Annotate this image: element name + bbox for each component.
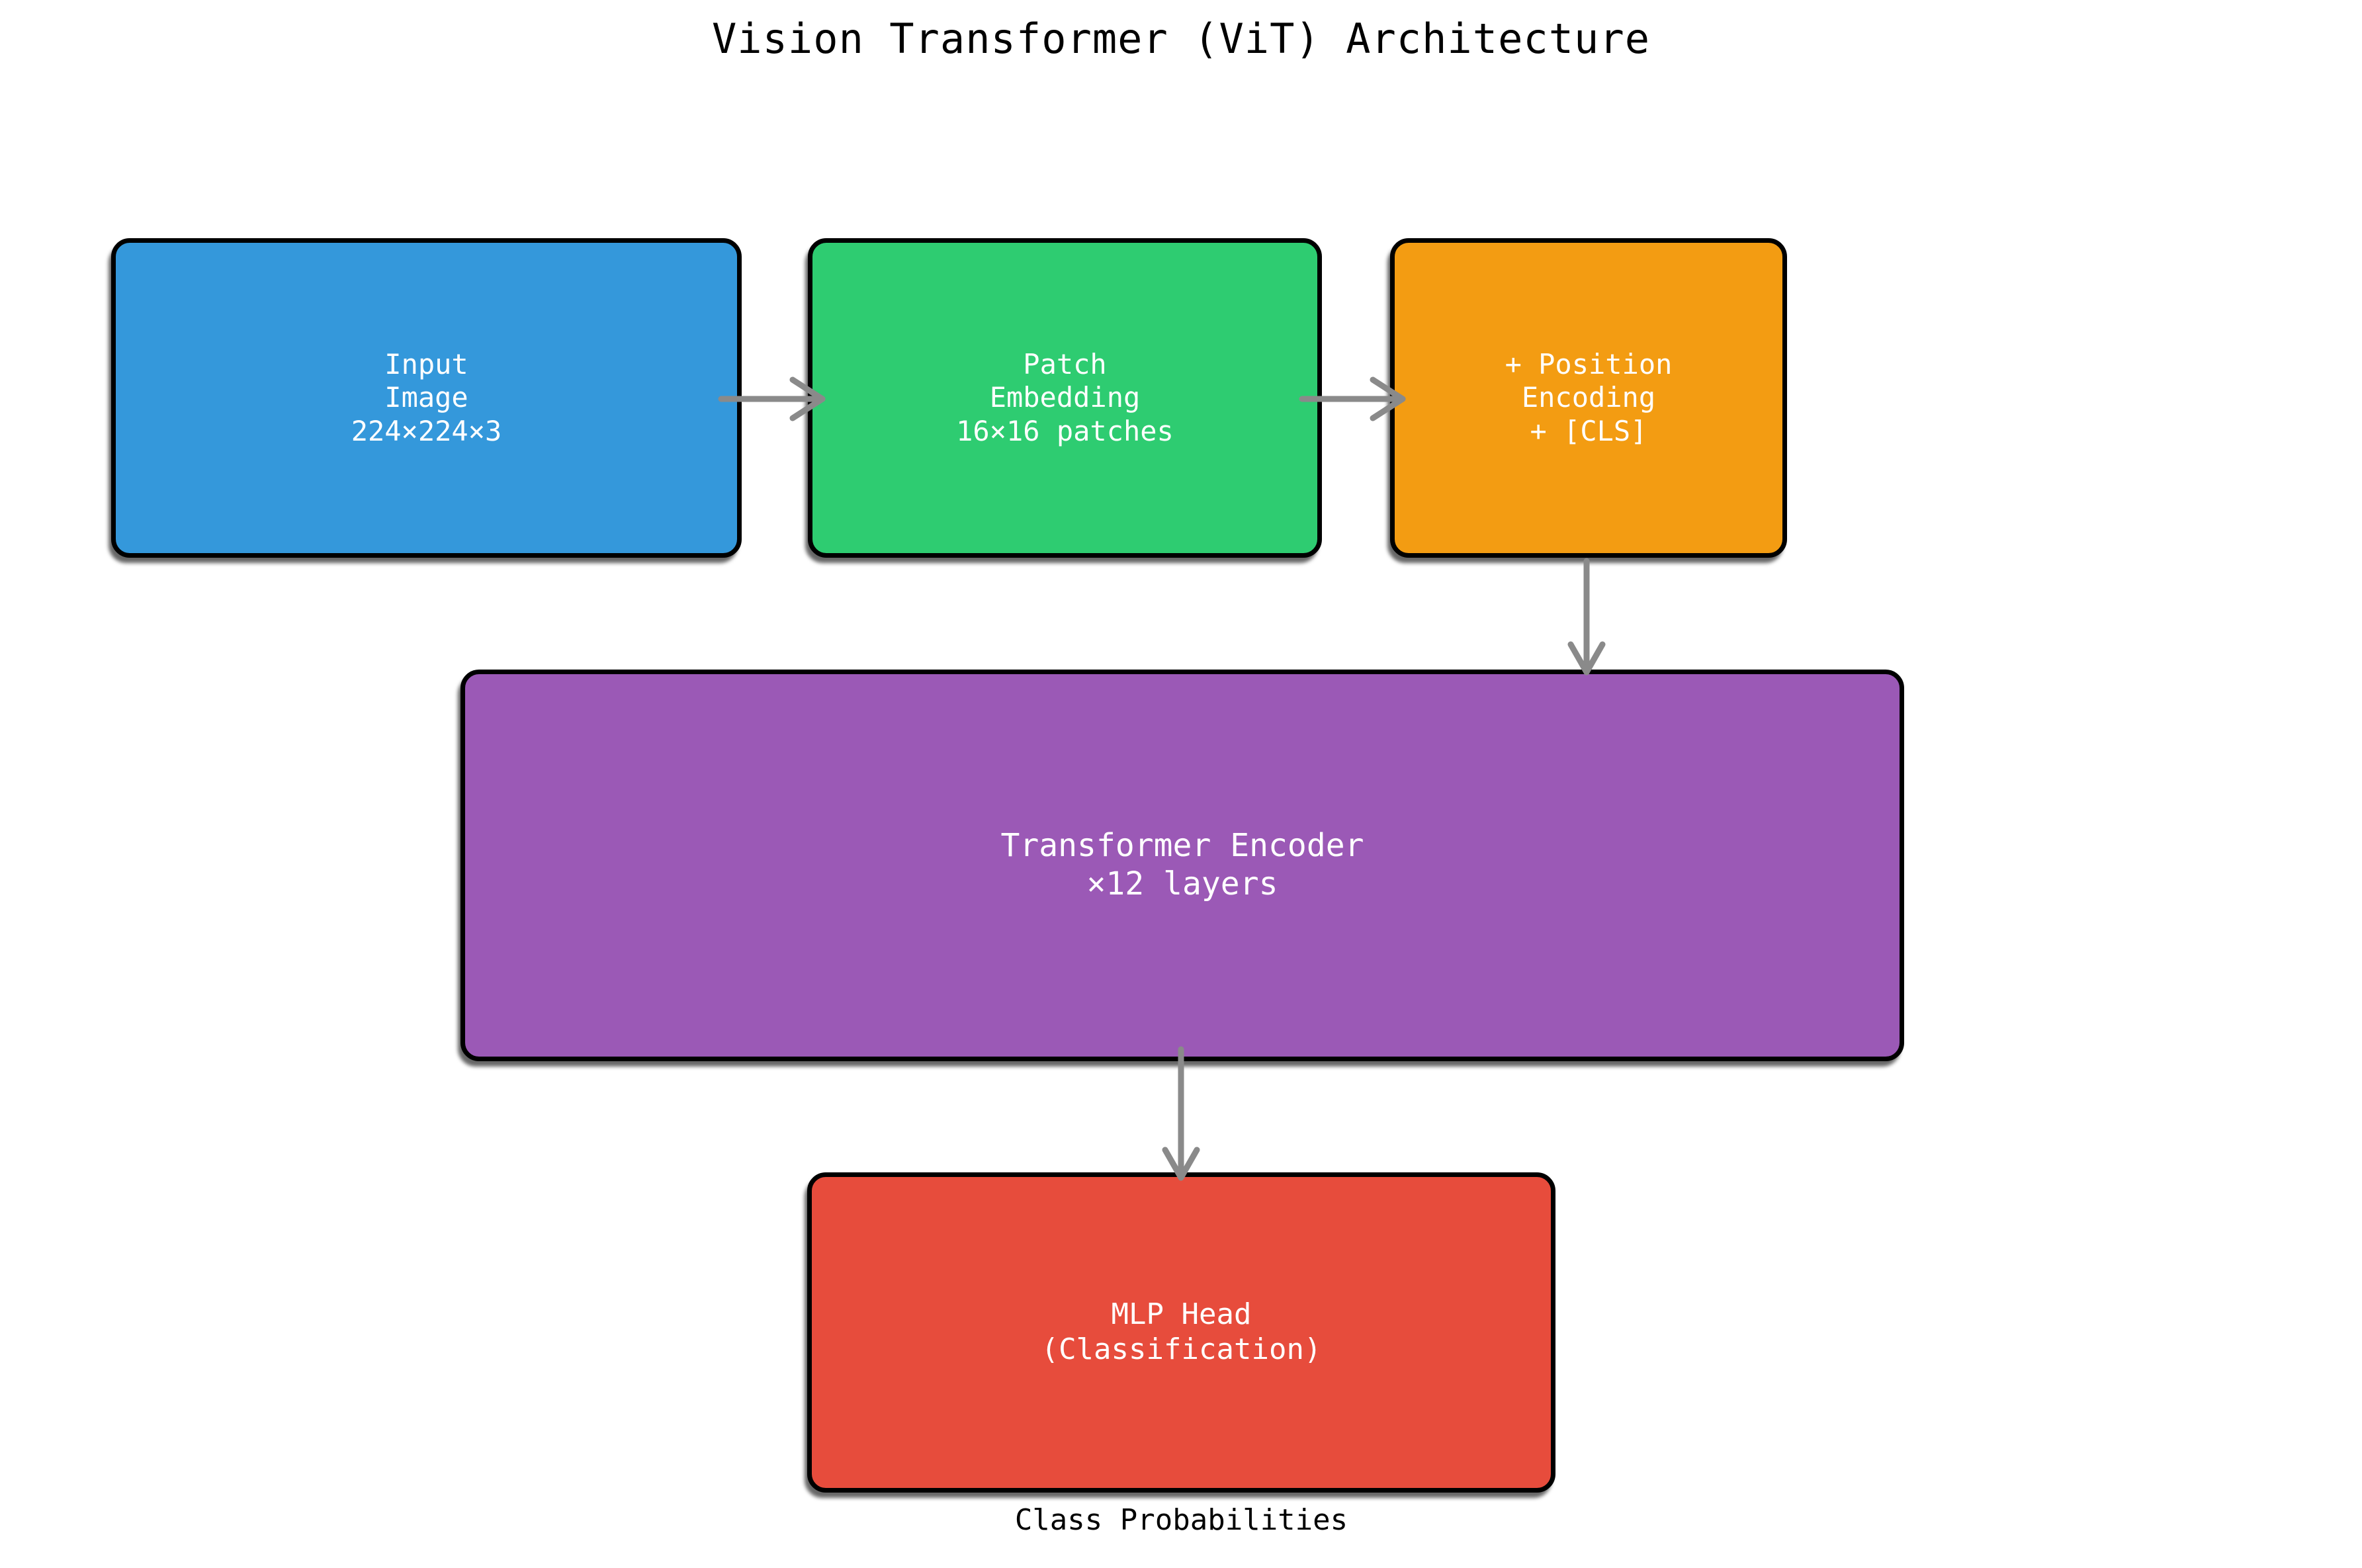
diagram-title: Vision Transformer (ViT) Architecture (711, 15, 1651, 63)
node-transformer-encoder: Transformer Encoder ×12 layers (460, 670, 1904, 1061)
class-probabilities-label: Class Probabilities (1014, 1503, 1348, 1537)
node-input-image-line-3: 224×224×3 (351, 414, 502, 447)
arrow-position-to-encoder-head (1567, 641, 1606, 675)
node-mlp-head-line-2: (Classification) (1041, 1332, 1322, 1366)
node-transformer-encoder-line-2: ×12 layers (1086, 865, 1278, 902)
node-position-encoding: + Position Encoding + [CLS] (1390, 238, 1787, 558)
node-input-image-line-2: Image (384, 381, 468, 414)
node-transformer-encoder-line-1: Transformer Encoder (1000, 827, 1364, 865)
node-patch-embedding-line-3: 16×16 patches (956, 414, 1174, 447)
node-input-image-line-1: Input (384, 347, 468, 380)
node-position-encoding-line-2: Encoding (1521, 381, 1656, 414)
node-patch-embedding-line-2: Embedding (989, 381, 1141, 414)
node-position-encoding-line-1: + Position (1505, 347, 1673, 380)
node-patch-embedding: Patch Embedding 16×16 patches (808, 238, 1322, 558)
node-patch-embedding-line-1: Patch (1023, 347, 1107, 380)
node-mlp-head: MLP Head (Classification) (807, 1172, 1555, 1493)
node-position-encoding-line-3: + [CLS] (1530, 414, 1647, 447)
node-mlp-head-line-1: MLP Head (1111, 1297, 1252, 1332)
arrow-encoder-to-mlp (1162, 1046, 1200, 1181)
arrow-position-to-encoder (1567, 558, 1606, 675)
node-input-image: Input Image 224×224×3 (111, 238, 742, 558)
